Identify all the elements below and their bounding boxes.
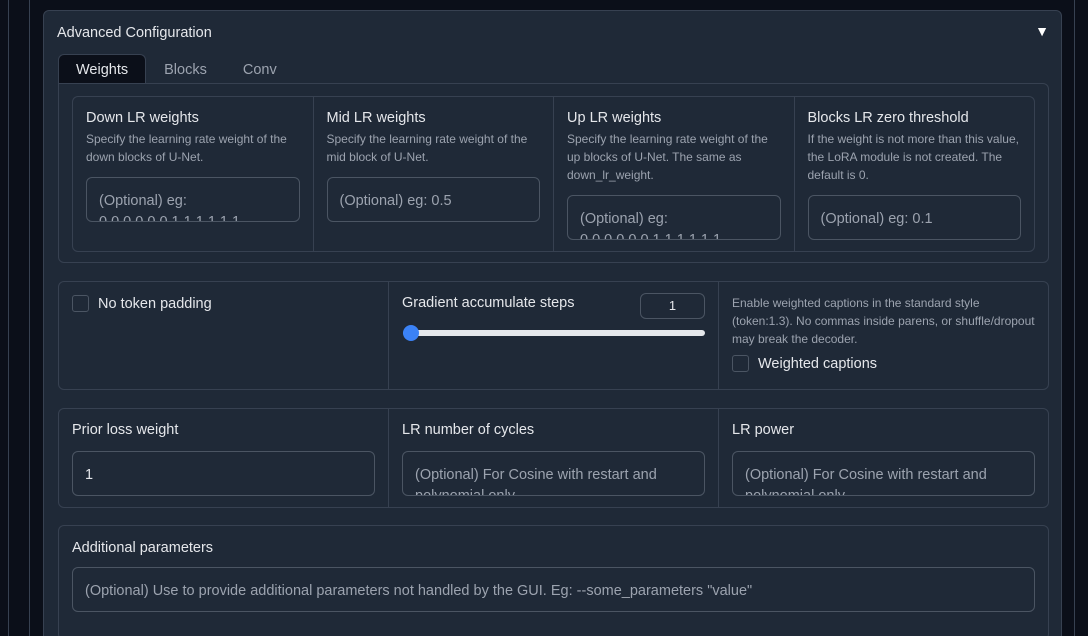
field-label: Prior loss weight [72, 422, 179, 438]
prior-loss-weight-cell: Prior loss weight 1 [59, 409, 389, 507]
weighted-captions-option[interactable]: Weighted captions [732, 355, 1035, 372]
field-label: Down LR weights [86, 110, 199, 126]
field-label: Additional parameters [72, 540, 214, 556]
weighted-captions-checkbox[interactable] [732, 355, 749, 372]
options-row: No token padding Gradient accumulate ste… [58, 281, 1049, 390]
gradient-accumulate-number-input[interactable]: 1 [640, 293, 705, 319]
prior-loss-weight-input[interactable]: 1 [72, 451, 375, 496]
lr-cycles-input[interactable]: (Optional) For Cosine with restart and p… [402, 451, 705, 496]
mid-lr-weights-input[interactable]: (Optional) eg: 0.5 [326, 177, 540, 222]
lr-power-cell: LR power (Optional) For Cosine with rest… [719, 409, 1048, 507]
left-rail-line [8, 0, 9, 636]
blocks-lr-zero-threshold-input[interactable]: (Optional) eg: 0.1 [807, 195, 1021, 240]
accordion-title[interactable]: Advanced Configuration [57, 25, 212, 41]
field-label: Up LR weights [567, 110, 662, 126]
no-token-padding-option[interactable]: No token padding [72, 295, 375, 312]
additional-parameters-input[interactable]: (Optional) Use to provide additional par… [72, 567, 1035, 612]
additional-parameters-panel: Additional parameters (Optional) Use to … [58, 525, 1049, 636]
tab-weights[interactable]: Weights [58, 54, 147, 85]
field-info: Enable weighted captions in the standard… [732, 296, 1035, 346]
tab-blocks[interactable]: Blocks [164, 62, 207, 78]
tab-bar: Weights Blocks Conv [58, 54, 295, 85]
field-info: Specify the learning rate weight of the … [567, 132, 768, 182]
down-lr-weights-block: Down LR weights Specify the learning rat… [73, 97, 314, 251]
checkbox-label: No token padding [98, 295, 212, 312]
loss-row: Prior loss weight 1 LR number of cycles … [58, 408, 1049, 508]
no-token-padding-checkbox[interactable] [72, 295, 89, 312]
up-lr-weights-input[interactable]: (Optional) eg: 0,0,0,0,0,0,1,1,1,1,1,1 [567, 195, 781, 240]
lr-cycles-cell: LR number of cycles (Optional) For Cosin… [389, 409, 719, 507]
tab-conv[interactable]: Conv [242, 62, 277, 78]
checkbox-label: Weighted captions [758, 355, 878, 372]
field-label: Mid LR weights [326, 110, 426, 126]
blocks-lr-zero-threshold-block: Blocks LR zero threshold If the weight i… [795, 97, 1035, 251]
down-lr-weights-input[interactable]: (Optional) eg: 0,0,0,0,0,0,1,1,1,1,1,1 [86, 177, 300, 222]
up-lr-weights-block: Up LR weights Specify the learning rate … [554, 97, 795, 251]
field-info: Specify the learning rate weight of the … [326, 132, 528, 164]
field-label: Gradient accumulate steps [402, 295, 575, 311]
field-label: LR number of cycles [402, 422, 535, 438]
lr-weights-row: Down LR weights Specify the learning rat… [72, 96, 1035, 252]
no-token-padding-cell: No token padding [59, 282, 389, 389]
advanced-configuration-accordion: Advanced Configuration ▼ Weights Blocks … [43, 10, 1062, 636]
field-label: Blocks LR zero threshold [807, 110, 969, 126]
gradient-accumulate-cell: Gradient accumulate steps 1 [389, 282, 719, 389]
lr-power-input[interactable]: (Optional) For Cosine with restart and p… [732, 451, 1035, 496]
field-info: If the weight is not more than this valu… [807, 132, 1019, 182]
slider-thumb[interactable] [403, 325, 419, 341]
right-rail-line [1074, 0, 1075, 636]
triangle-down-icon[interactable]: ▼ [1035, 23, 1049, 39]
weighted-captions-cell: Enable weighted captions in the standard… [719, 282, 1048, 389]
weights-tab-panel: Down LR weights Specify the learning rat… [58, 83, 1049, 263]
field-label: LR power [732, 422, 795, 438]
mid-lr-weights-block: Mid LR weights Specify the learning rate… [314, 97, 554, 251]
left-rail-line [29, 0, 30, 636]
gradient-accumulate-slider[interactable] [403, 330, 705, 336]
field-info: Specify the learning rate weight of the … [86, 132, 287, 164]
